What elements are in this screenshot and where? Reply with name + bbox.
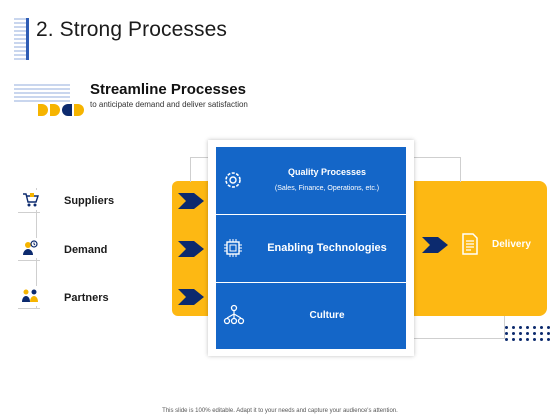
input-partners bbox=[16, 284, 56, 310]
footnote: This slide is 100% editable. Adapt it to… bbox=[162, 408, 398, 414]
dot-grid-decoration bbox=[505, 326, 551, 341]
process-culture: Culture bbox=[216, 283, 406, 349]
process-title: Quality Processes bbox=[287, 167, 367, 177]
decorative-hatch bbox=[14, 18, 26, 60]
arrow-icon bbox=[422, 237, 448, 253]
connector-line bbox=[404, 157, 461, 182]
process-title: Culture bbox=[309, 310, 345, 321]
output-label-delivery: Delivery bbox=[492, 239, 531, 250]
connector-line bbox=[404, 316, 505, 339]
partners-icon bbox=[20, 286, 40, 306]
section-title: Streamline Processes bbox=[90, 81, 246, 98]
arrow-icon bbox=[178, 241, 204, 257]
cart-icon bbox=[20, 190, 40, 210]
arrow-icon bbox=[178, 289, 204, 305]
chip-icon bbox=[222, 237, 244, 264]
gear-icon bbox=[222, 169, 244, 196]
document-icon bbox=[460, 232, 480, 261]
section-subtitle: to anticipate demand and deliver satisfa… bbox=[90, 100, 248, 109]
title-accent-bar bbox=[26, 18, 29, 60]
half-circle-decoration bbox=[38, 104, 84, 116]
input-demand bbox=[16, 236, 56, 262]
process-quality: Quality Processes (Sales, Finance, Opera… bbox=[216, 147, 406, 214]
network-icon bbox=[222, 303, 246, 332]
input-suppliers bbox=[16, 188, 56, 214]
connector-line bbox=[190, 157, 221, 182]
input-label-demand: Demand bbox=[64, 244, 108, 256]
section-hatch bbox=[14, 84, 70, 102]
demand-icon bbox=[20, 238, 40, 258]
process-title: Enabling Technologies bbox=[267, 242, 387, 254]
divider bbox=[216, 214, 406, 215]
icon-underline bbox=[18, 308, 40, 309]
process-subtitle: (Sales, Finance, Operations, etc.) bbox=[274, 185, 380, 192]
input-label-partners: Partners bbox=[64, 292, 109, 304]
icon-underline bbox=[18, 260, 40, 261]
slide-title: 2. Strong Processes bbox=[36, 18, 227, 41]
divider bbox=[216, 282, 406, 283]
icon-underline bbox=[18, 212, 40, 213]
process-technologies: Enabling Technologies bbox=[216, 215, 406, 282]
input-label-suppliers: Suppliers bbox=[64, 195, 115, 207]
arrow-icon bbox=[178, 193, 204, 209]
